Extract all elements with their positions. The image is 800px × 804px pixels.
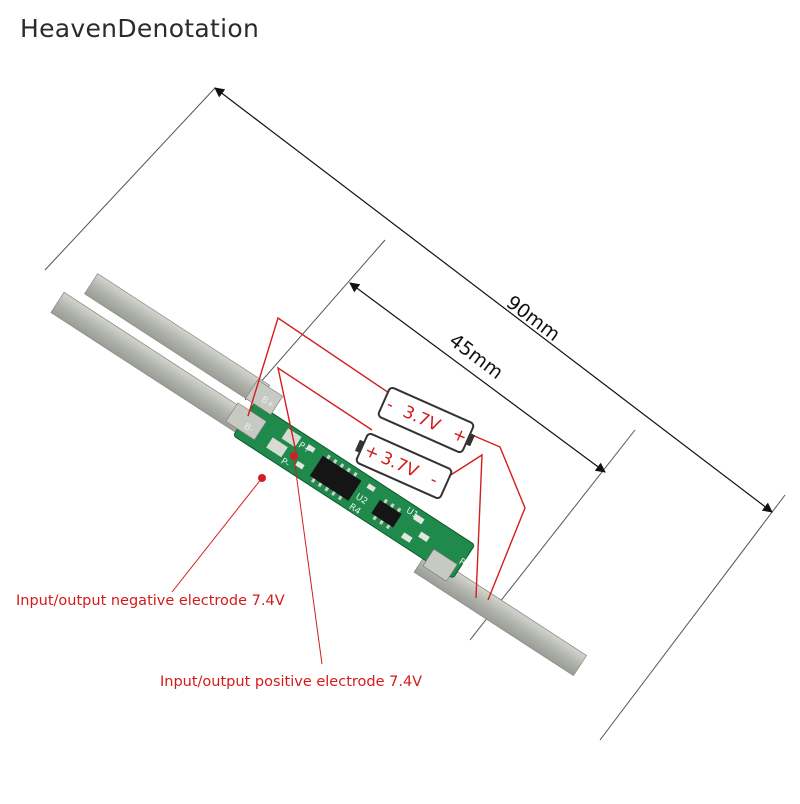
callout-negative-label: Input/output negative electrode 7.4V <box>16 593 285 609</box>
callout-leaders <box>171 457 323 665</box>
dimension-90mm-label: 90mm <box>502 291 564 345</box>
dimension-45mm-label: 45mm <box>445 329 507 383</box>
pad-right <box>422 548 458 582</box>
callout-dot-negative <box>258 474 266 482</box>
watermark-text: HeavenDenotation <box>20 14 260 43</box>
dimension-line-45mm <box>349 282 606 473</box>
callout-positive-label: Input/output positive electrode 7.4V <box>160 674 423 690</box>
callout-dot-positive <box>290 452 298 460</box>
nickel-strip-right <box>413 551 588 677</box>
